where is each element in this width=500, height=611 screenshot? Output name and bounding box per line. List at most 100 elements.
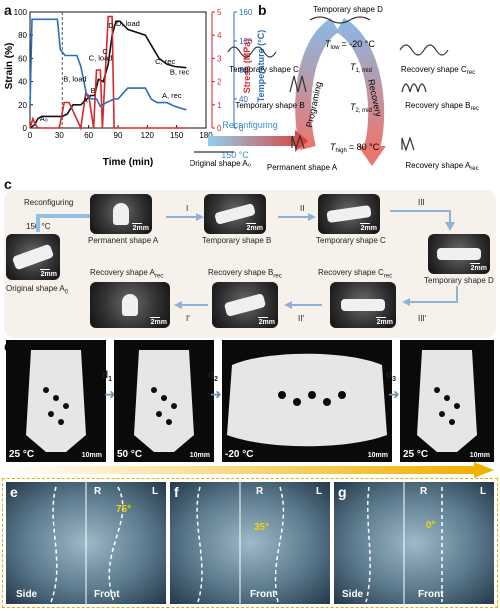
t1-mid-label: T1, mid xyxy=(350,62,372,74)
y-tick-label-stress: 5 xyxy=(217,8,222,17)
chart-annotation: D xyxy=(108,21,114,30)
chart-annotation: A, rec xyxy=(162,91,182,100)
y-tick-label-strain: 60 xyxy=(18,54,27,63)
step-III: III xyxy=(418,198,425,207)
temporary-shape-b-photo: 2mm xyxy=(204,194,266,234)
chart-annotation: B, load xyxy=(63,75,86,84)
temporary-shape-c-label: Temporary shape C xyxy=(229,65,299,74)
recovery-c-wave xyxy=(399,44,449,56)
temp-150-label: 150 °C xyxy=(221,150,249,160)
reconfiguring-text: Reconfiguring xyxy=(24,198,74,207)
panel-label-b: b xyxy=(258,2,267,18)
t-high-label: Thigh= 80 °C xyxy=(330,142,380,154)
chart-annotation: C xyxy=(102,47,108,56)
xray-border xyxy=(2,478,498,608)
brace-photo-25c-final: 25 °C 10mm xyxy=(400,340,494,462)
cobb-angle-f: 35° xyxy=(254,522,270,533)
recovery-shape-b-label: Recovery shape Brec xyxy=(405,101,479,112)
y-axis-label-temperature: Temperature (°C) xyxy=(256,30,266,102)
recovery-arrowhead xyxy=(358,146,386,166)
step-I-prime-arrow xyxy=(174,301,208,309)
step-II-prime: II′ xyxy=(298,314,304,323)
t2-mid-label: T2, mid xyxy=(350,102,372,114)
xray-e: e Side Front R L 75° xyxy=(6,482,166,604)
cobb-angle-g: 0° xyxy=(426,520,436,531)
y-tick-label-strain: 40 xyxy=(18,78,27,87)
y-tick-label-strain: 20 xyxy=(18,101,27,110)
y-axis-label-stress: Stress (MPa) xyxy=(242,39,252,94)
panel-label-c: c xyxy=(4,176,12,192)
permanent-shape-caption: Permanent shape A xyxy=(88,236,159,245)
reconfiguring-label: Reconfiguring xyxy=(222,120,278,130)
step-I-arrow xyxy=(166,213,204,221)
y-tick-label-stress: 3 xyxy=(217,54,222,63)
recovery-a-wave xyxy=(401,136,415,152)
step-II-prime-arrow xyxy=(284,301,322,309)
reconfiguring-arrow xyxy=(208,130,308,152)
brace-photo-minus20c: -20 °C 10mm xyxy=(222,340,392,462)
shape-d-wave xyxy=(309,16,371,24)
panel-label-e: e xyxy=(10,484,18,500)
shape-memory-schematic: Programing Recovery Temporary shape D Tl… xyxy=(190,5,479,172)
chart-annotation: A₀ xyxy=(40,114,48,123)
stress-series-line xyxy=(29,15,187,131)
temporary-shape-d-photo: 2mm xyxy=(428,234,490,274)
x-tick-label: 30 xyxy=(55,131,64,140)
temperature-series-line xyxy=(29,18,187,111)
d2-label: d2 xyxy=(208,370,219,383)
step-III-arrow xyxy=(390,210,455,231)
timeline-arrow xyxy=(4,462,494,478)
recovery-shape-b-caption: Recovery shape Brec xyxy=(208,268,282,280)
chart-annotation: B, rec xyxy=(170,68,190,77)
xray-g: g Side Front R L 0° xyxy=(334,482,494,604)
x-tick-label: 60 xyxy=(84,131,93,140)
step-III-prime-arrow xyxy=(402,286,458,306)
strain-series-line xyxy=(29,20,187,129)
xray-f: f Front R L 35° xyxy=(170,482,330,604)
recovery-b-wave xyxy=(401,83,427,93)
d1-label: d1 xyxy=(102,370,113,383)
temporary-shape-b-caption: Temporary shape B xyxy=(202,236,272,245)
temporary-shape-d-caption: Temporary shape D xyxy=(424,276,494,285)
recovery-shape-c-caption: Recovery shape Crec xyxy=(318,268,393,280)
x-tick-label: 120 xyxy=(141,131,155,140)
temporary-shape-c-caption: Temporary shape C xyxy=(316,236,386,245)
original-shape-caption: Original shape A0 xyxy=(6,284,69,296)
y-tick-label-strain: 80 xyxy=(18,31,27,40)
original-shape-label: Original shape A₀ xyxy=(190,159,251,168)
original-shape-photo: 2mm xyxy=(6,234,60,280)
chart-annotation: A xyxy=(83,95,88,104)
shape-c-wave xyxy=(227,46,277,58)
programing-arrow xyxy=(295,18,340,151)
y-tick-label-stress: 4 xyxy=(217,31,222,40)
recovery-shape-a-caption: Recovery shape Arec xyxy=(90,268,164,280)
recovery-shape-a-photo: 2mm xyxy=(90,282,170,328)
recovery-shape-c-label: Recovery shape Crec xyxy=(401,65,475,76)
permanent-shape-photo: 2mm xyxy=(90,194,152,234)
shape-sequence-panel: Reconfiguring 150 °C 2mm Original shape … xyxy=(4,190,496,338)
panel-label-f: f xyxy=(174,484,179,500)
brace-photo-25c: 25 °C 10mm xyxy=(6,340,106,462)
recovery-arrow xyxy=(335,18,385,151)
x-tick-label: 0 xyxy=(28,131,33,140)
x-tick-label: 150 xyxy=(170,131,184,140)
recovery-shape-c-photo: 2mm xyxy=(330,282,396,328)
step-I: I xyxy=(186,204,189,213)
step-III-prime: III′ xyxy=(418,314,427,323)
y-tick-label-strain: 100 xyxy=(14,8,28,17)
chart-annotation: B xyxy=(91,86,96,95)
d3-label: d3 xyxy=(386,370,397,383)
permanent-shape-wave xyxy=(291,134,305,150)
y-tick-label-stress: 2 xyxy=(217,78,222,87)
recovery-shape-b-photo: 2mm xyxy=(212,282,278,328)
step-II: II xyxy=(300,204,305,213)
x-axis-label: Time (min) xyxy=(103,157,153,168)
d2-arrow: ➜ xyxy=(210,386,222,402)
panel-label-g: g xyxy=(338,484,347,500)
chart-annotation: C, load xyxy=(89,54,113,63)
y-tick-label-stress: 0 xyxy=(217,124,222,133)
y-axis-label-strain: Strain (%) xyxy=(4,43,15,90)
t-low-label: Tlow= -20 °C xyxy=(325,39,375,51)
temporary-shape-b-label: Temporary shape B xyxy=(235,101,304,110)
y-tick-label-temperature: 120 xyxy=(239,37,253,46)
